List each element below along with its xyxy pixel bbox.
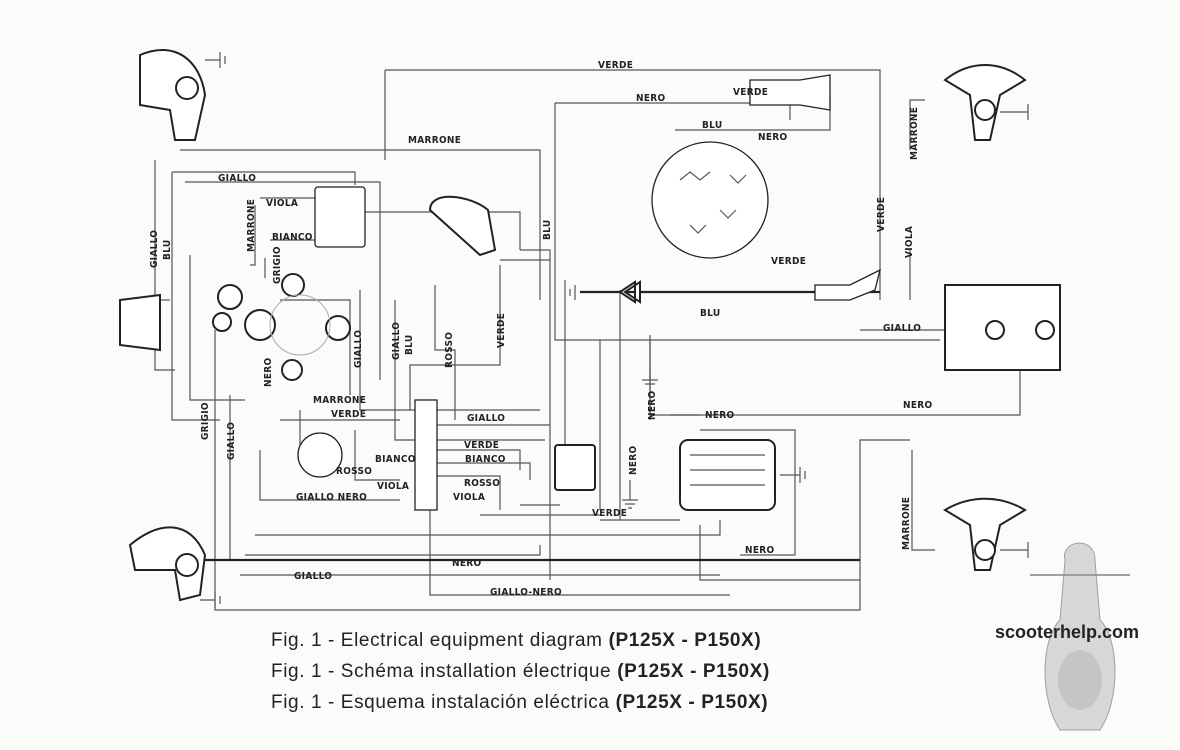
components — [119, 49, 1061, 608]
ignition-switch — [297, 432, 343, 478]
wire-label: NERO — [263, 357, 274, 387]
brake-lever-switch — [428, 195, 497, 257]
wire-label: GIALLO — [467, 413, 505, 424]
wire-labels: VERDE NERO VERDE BLU NERO MARRONE GIALLO… — [149, 60, 933, 598]
wire-label: BIANCO — [465, 454, 506, 465]
horn — [119, 293, 161, 352]
wire-label: GIALLO — [218, 173, 256, 184]
junction-block — [414, 399, 438, 511]
caption-spanish: Fig. 1 - Esquema instalación eléctrica(P… — [271, 692, 768, 714]
wire-label: MARRONE — [901, 497, 912, 550]
wire-label: NERO — [452, 558, 482, 569]
wire-label: MARRONE — [313, 395, 366, 406]
wire-label: GIALLO — [294, 571, 332, 582]
wire-label: BLU — [702, 120, 722, 131]
wire-label: VIOLA — [266, 198, 298, 209]
wire-label: GIALLO NERO — [296, 492, 367, 503]
light-switch — [314, 186, 366, 248]
wire-label: VERDE — [733, 87, 768, 98]
wire-label: VERDE — [464, 440, 499, 451]
wire-label: GIALLO — [391, 322, 402, 360]
wire-label: VERDE — [496, 313, 507, 348]
caption-french: Fig. 1 - Schéma installation électrique(… — [271, 661, 770, 683]
wire-label: BIANCO — [375, 454, 416, 465]
wire-label: ROSSO — [336, 466, 372, 477]
caption-text: Fig. 1 - Esquema instalación eléctrica — [271, 692, 610, 713]
lamp-right-bottom — [943, 497, 1029, 571]
wire-label: VIOLA — [453, 492, 485, 503]
wire-label: GIALLO — [883, 323, 921, 334]
scooter-logo — [1030, 542, 1130, 731]
wire-label: BLU — [404, 335, 415, 355]
caption-models: (P125X - P150X) — [615, 692, 769, 713]
wire-label: NERO — [758, 132, 788, 143]
wire-label: NERO — [903, 400, 933, 411]
wires — [154, 69, 1021, 611]
ground-symbols — [622, 370, 658, 509]
wire-label: VERDE — [876, 197, 887, 232]
wire-label: GIALLO — [149, 230, 160, 268]
lamp-right-top — [943, 64, 1029, 141]
wire-label: BLU — [542, 220, 553, 240]
wire-label: GRIGIO — [200, 402, 211, 440]
wire-label: VERDE — [598, 60, 633, 71]
wire-label: GIALLO — [353, 330, 364, 368]
wire-label: VERDE — [592, 508, 627, 519]
headlight-left-bottom — [128, 526, 221, 608]
stop-switch — [814, 268, 881, 301]
watermark-text: scooterhelp.com — [995, 622, 1140, 642]
caption-text: Fig. 1 - Schéma installation électrique — [271, 661, 612, 682]
wire-label: NERO — [636, 93, 666, 104]
wire-label: VIOLA — [904, 226, 915, 258]
magneto-stator — [651, 141, 769, 259]
voltage-regulator — [679, 439, 806, 511]
wire-label: VERDE — [331, 409, 366, 420]
caption-text: Fig. 1 - Electrical equipment diagram — [271, 630, 603, 651]
caption-models: (P125X - P150X) — [617, 661, 770, 682]
taillight — [944, 284, 1061, 371]
wire-label: NERO — [647, 390, 658, 420]
wire-label: NERO — [628, 445, 639, 475]
caption-models: (P125X - P150X) — [608, 630, 762, 651]
wire-label: BLU — [162, 240, 173, 260]
wire-label: ROSSO — [444, 332, 455, 368]
wire-label: VERDE — [771, 256, 806, 267]
wire-label: MARRONE — [246, 199, 257, 252]
wire-label: GIALLO — [226, 422, 237, 460]
wire-label: BIANCO — [272, 232, 313, 243]
wire-label: ROSSO — [464, 478, 500, 489]
wire-label: GIALLO-NERO — [490, 587, 562, 598]
wire-label: VIOLA — [377, 481, 409, 492]
wire-label: BLU — [700, 308, 720, 319]
wire-label: GRIGIO — [272, 246, 283, 284]
caption-english: Fig. 1 - Electrical equipment diagram(P1… — [271, 630, 761, 652]
wire-label: NERO — [705, 410, 735, 421]
wire-label: NERO — [745, 545, 775, 556]
diode — [569, 280, 641, 304]
headlight-left-top — [139, 49, 226, 141]
horn-button-switch — [749, 74, 831, 111]
wire-label: MARRONE — [909, 107, 920, 160]
speedometer-cluster — [212, 273, 351, 381]
flasher-relay — [554, 444, 596, 491]
wire-label: MARRONE — [408, 135, 461, 146]
